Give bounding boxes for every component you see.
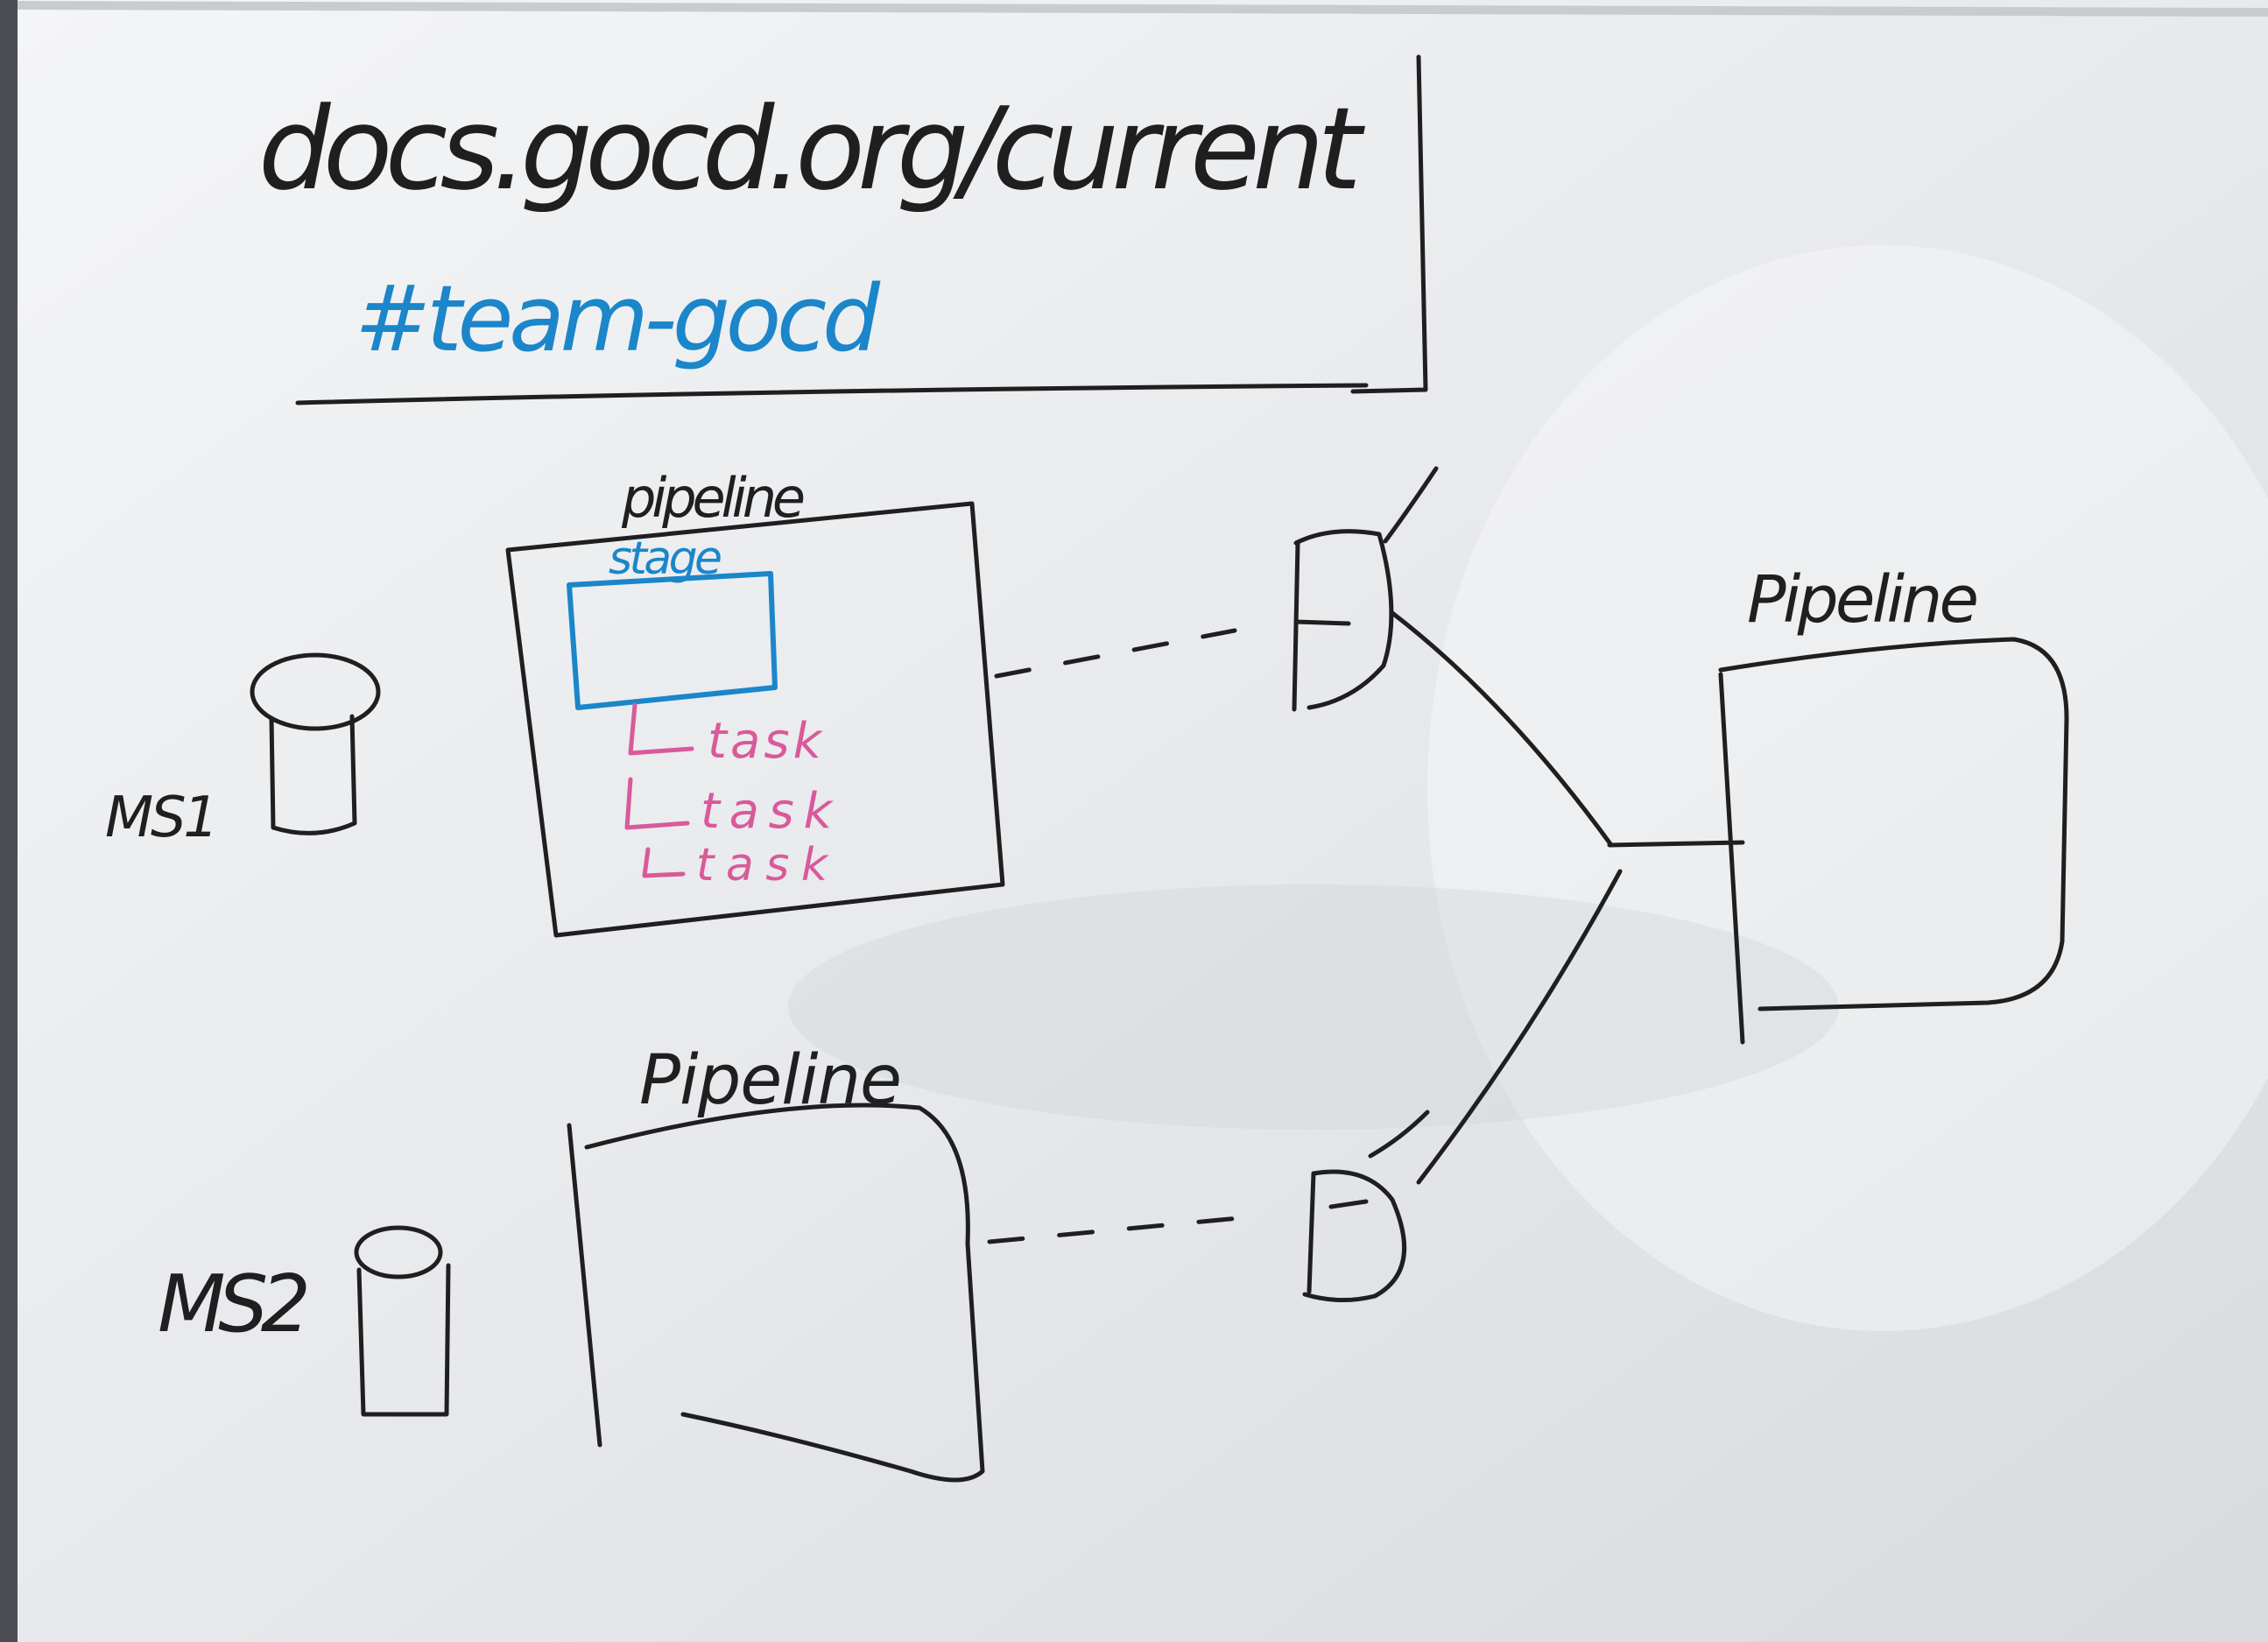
board-surface [18, 0, 2268, 1642]
ms1-group: MS1 [105, 652, 381, 850]
pipeline-right: Pipeline [1718, 562, 2069, 1045]
board-top-rail [17, 1, 2268, 17]
ms2-database-icon [354, 1225, 451, 1417]
stage-box [567, 571, 778, 710]
pipeline-right-label: Pipeline [1747, 562, 1979, 638]
url-text: docs.gocd.org/current [258, 82, 1365, 215]
gate-bottom-icon [1302, 1110, 1430, 1302]
ms2-label: MS2 [158, 1258, 311, 1350]
ms1-label: MS1 [105, 786, 219, 850]
pipeline-bottom-label: Pipeline [639, 1041, 902, 1120]
task-1: task [708, 713, 824, 770]
board-glare [1427, 245, 2268, 1331]
pipeline-top-label: pipeline [621, 466, 806, 530]
board-glare-2 [788, 884, 1839, 1130]
pipeline-bottom: Pipeline [567, 1041, 985, 1483]
hashtag-text: #team-gocd [355, 265, 881, 372]
header-box: docs.gocd.org/current #team-gocd [258, 54, 1428, 405]
ms2-group: MS2 [158, 1225, 451, 1417]
dashed-link-bottom [987, 1215, 1250, 1244]
gate-top-icon [1292, 466, 1439, 712]
ms1-database-icon [250, 652, 381, 835]
merge-connectors [1390, 610, 1745, 1185]
